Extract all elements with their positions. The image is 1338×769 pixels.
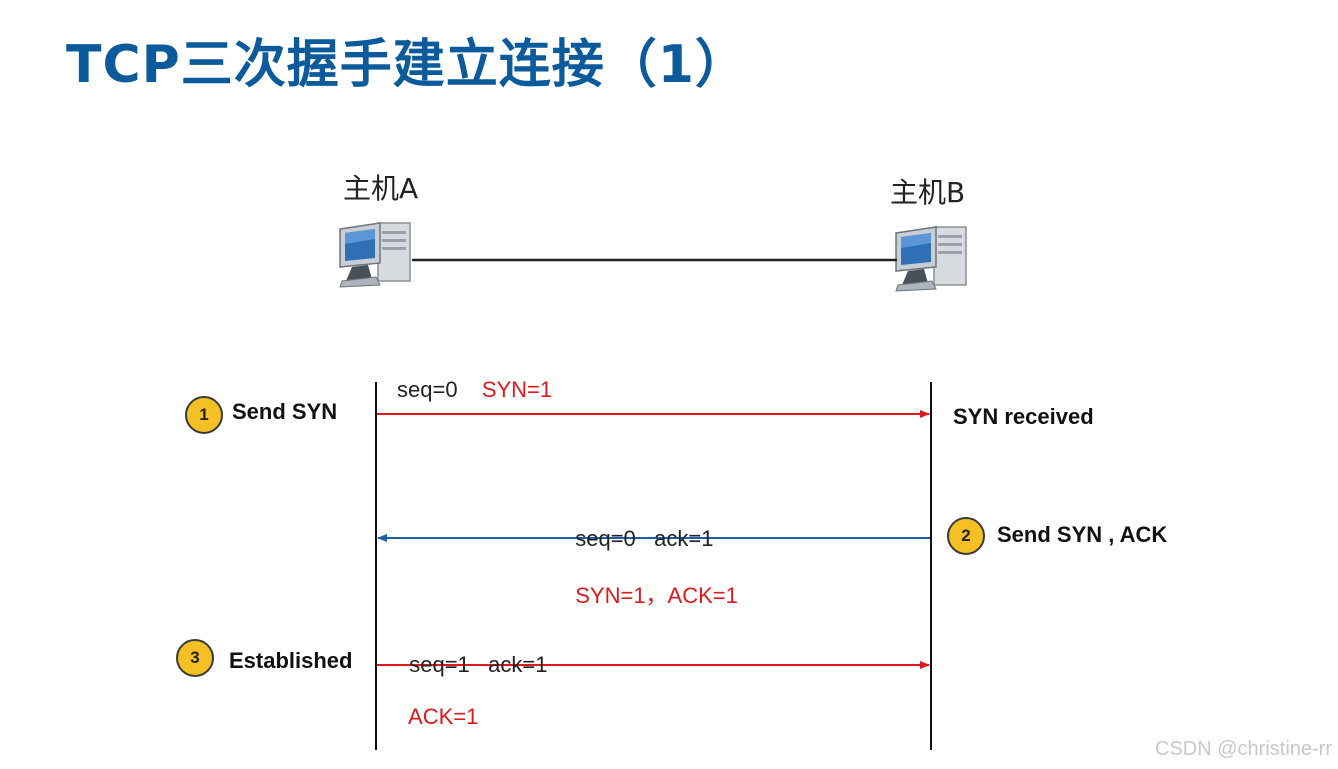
step-2-badge: 2	[947, 517, 985, 555]
message-syn: seq=0 SYN=1	[397, 377, 552, 403]
message-flags: SYN=1，ACK=1	[575, 583, 738, 608]
message-plain: seq=0 ack=1	[575, 526, 714, 551]
message-flags: ACK=1	[408, 704, 479, 729]
step-2-label: Send SYN , ACK	[997, 522, 1168, 547]
computer-icon	[895, 226, 967, 292]
step-1-label: Send SYN	[232, 399, 338, 424]
message-plain: seq=0	[397, 377, 458, 402]
step-3-label: Established	[229, 648, 353, 673]
step-3-badge: 3	[176, 639, 214, 677]
host-b-label: 主机B	[890, 176, 966, 209]
page-title: TCP三次握手建立连接（1）	[66, 35, 748, 95]
message-syn-ack: seq=0 ack=1 SYN=1，ACK=1	[563, 500, 738, 610]
step-1-badge: 1	[185, 396, 223, 434]
message-ack: seq=1 ack=1 ACK=1	[397, 626, 547, 730]
computer-icon	[339, 222, 411, 288]
message-plain: seq=1 ack=1	[409, 652, 548, 677]
watermark: CSDN @christine-rr	[1155, 738, 1332, 760]
host-a-label: 主机A	[343, 172, 419, 205]
message-flags: SYN=1	[481, 377, 553, 402]
syn-received-label: SYN received	[953, 404, 1094, 429]
